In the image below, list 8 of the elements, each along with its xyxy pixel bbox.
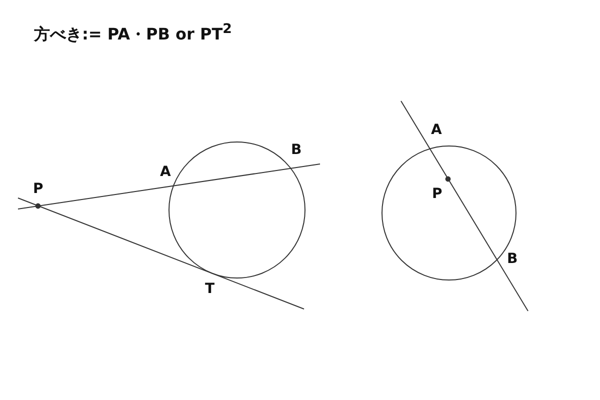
point-label: A [431, 123, 442, 137]
point-label: P [33, 182, 44, 196]
point-label: B [291, 143, 302, 157]
point-label: P [432, 187, 442, 201]
title: 方べき:= PA・PB or PT$^{2}$ [34, 22, 232, 46]
point-label: T [205, 282, 215, 296]
point-label: B [507, 252, 518, 266]
point-label: A [160, 165, 171, 179]
